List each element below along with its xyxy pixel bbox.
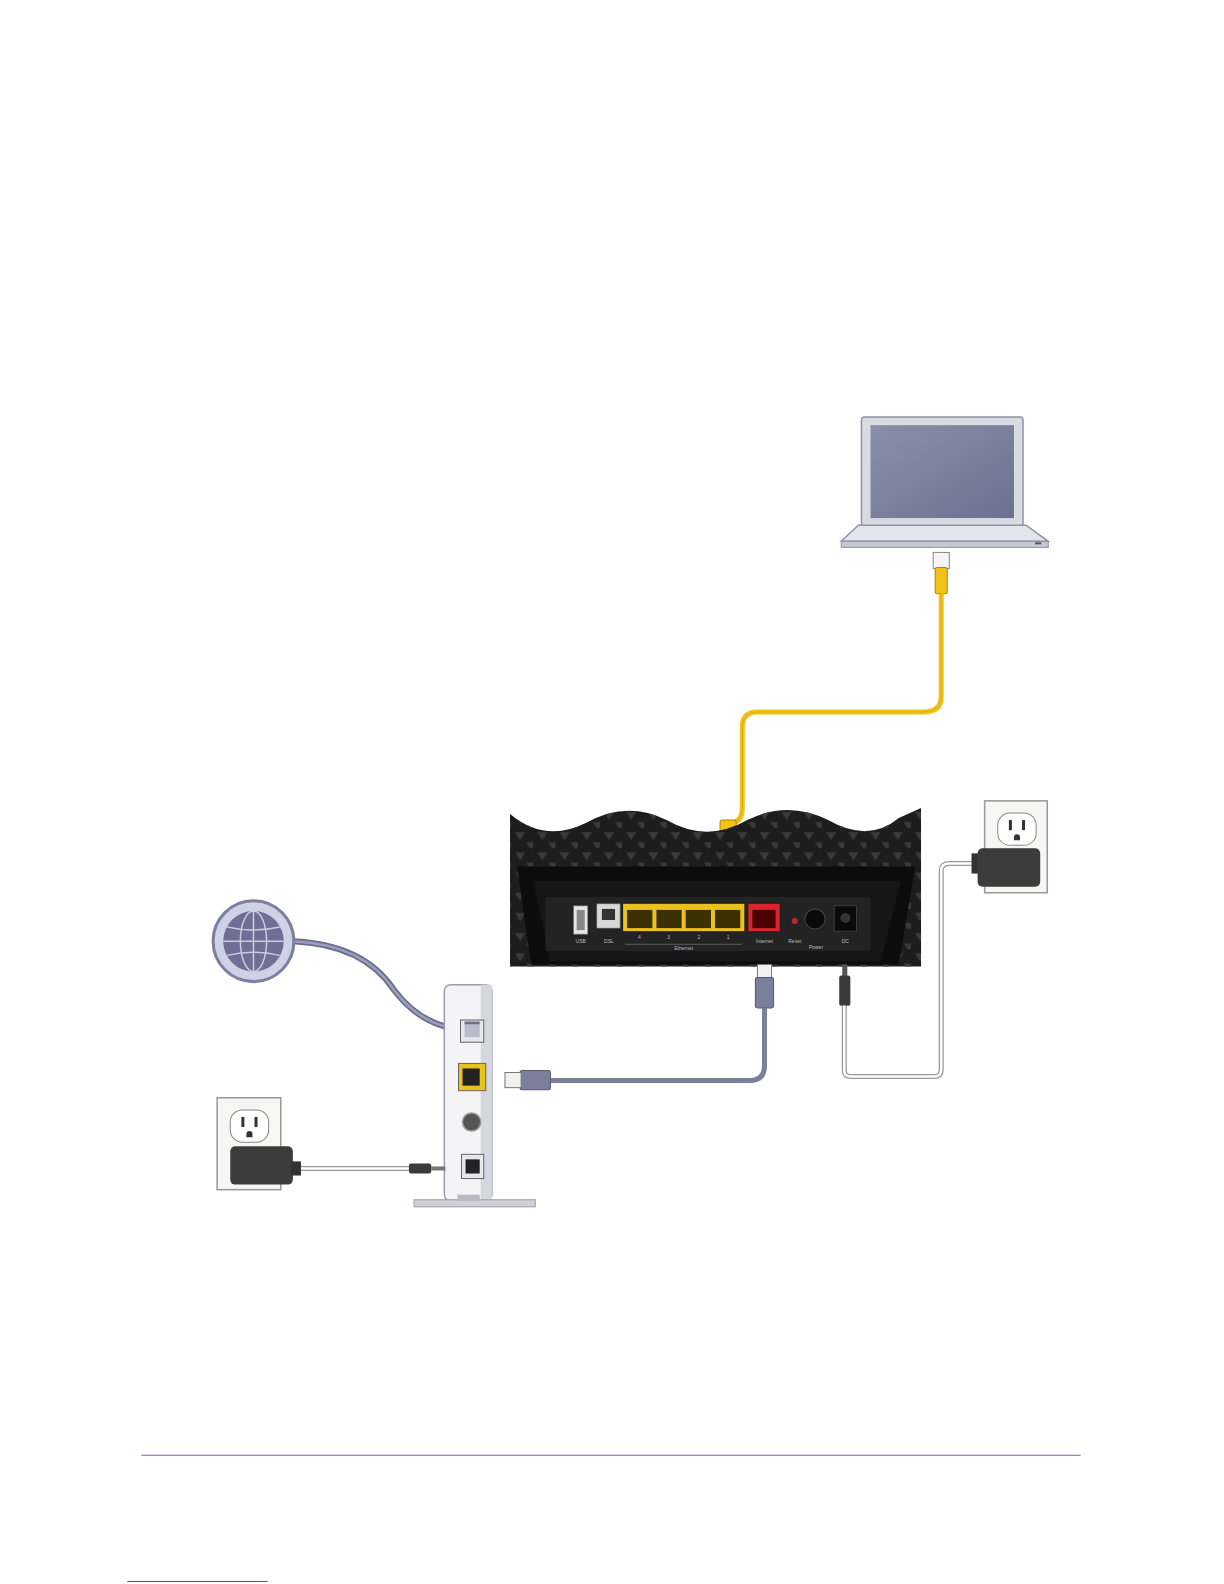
port-label: USB (576, 938, 586, 944)
port-label: Internet (756, 938, 773, 944)
port-label: Ethernet (674, 945, 693, 951)
ethernet-cable (505, 964, 774, 1089)
power-cable (839, 801, 1047, 1077)
power-cable (217, 1098, 445, 1190)
page-rule (141, 1455, 1080, 1456)
laptop (841, 417, 1048, 547)
modem (414, 985, 535, 1207)
port-label: 4 (638, 934, 641, 940)
port-label: Reset (788, 938, 801, 944)
port-label: Power (809, 944, 823, 950)
port-label: 3 (667, 934, 670, 940)
port-label: 1 (727, 934, 730, 940)
link-underline (127, 1581, 267, 1582)
port-label: DC (842, 938, 849, 944)
port-label: 2 (697, 934, 700, 940)
router (510, 808, 921, 967)
port-label: DSL (604, 938, 614, 944)
internet-globe (213, 901, 472, 1030)
